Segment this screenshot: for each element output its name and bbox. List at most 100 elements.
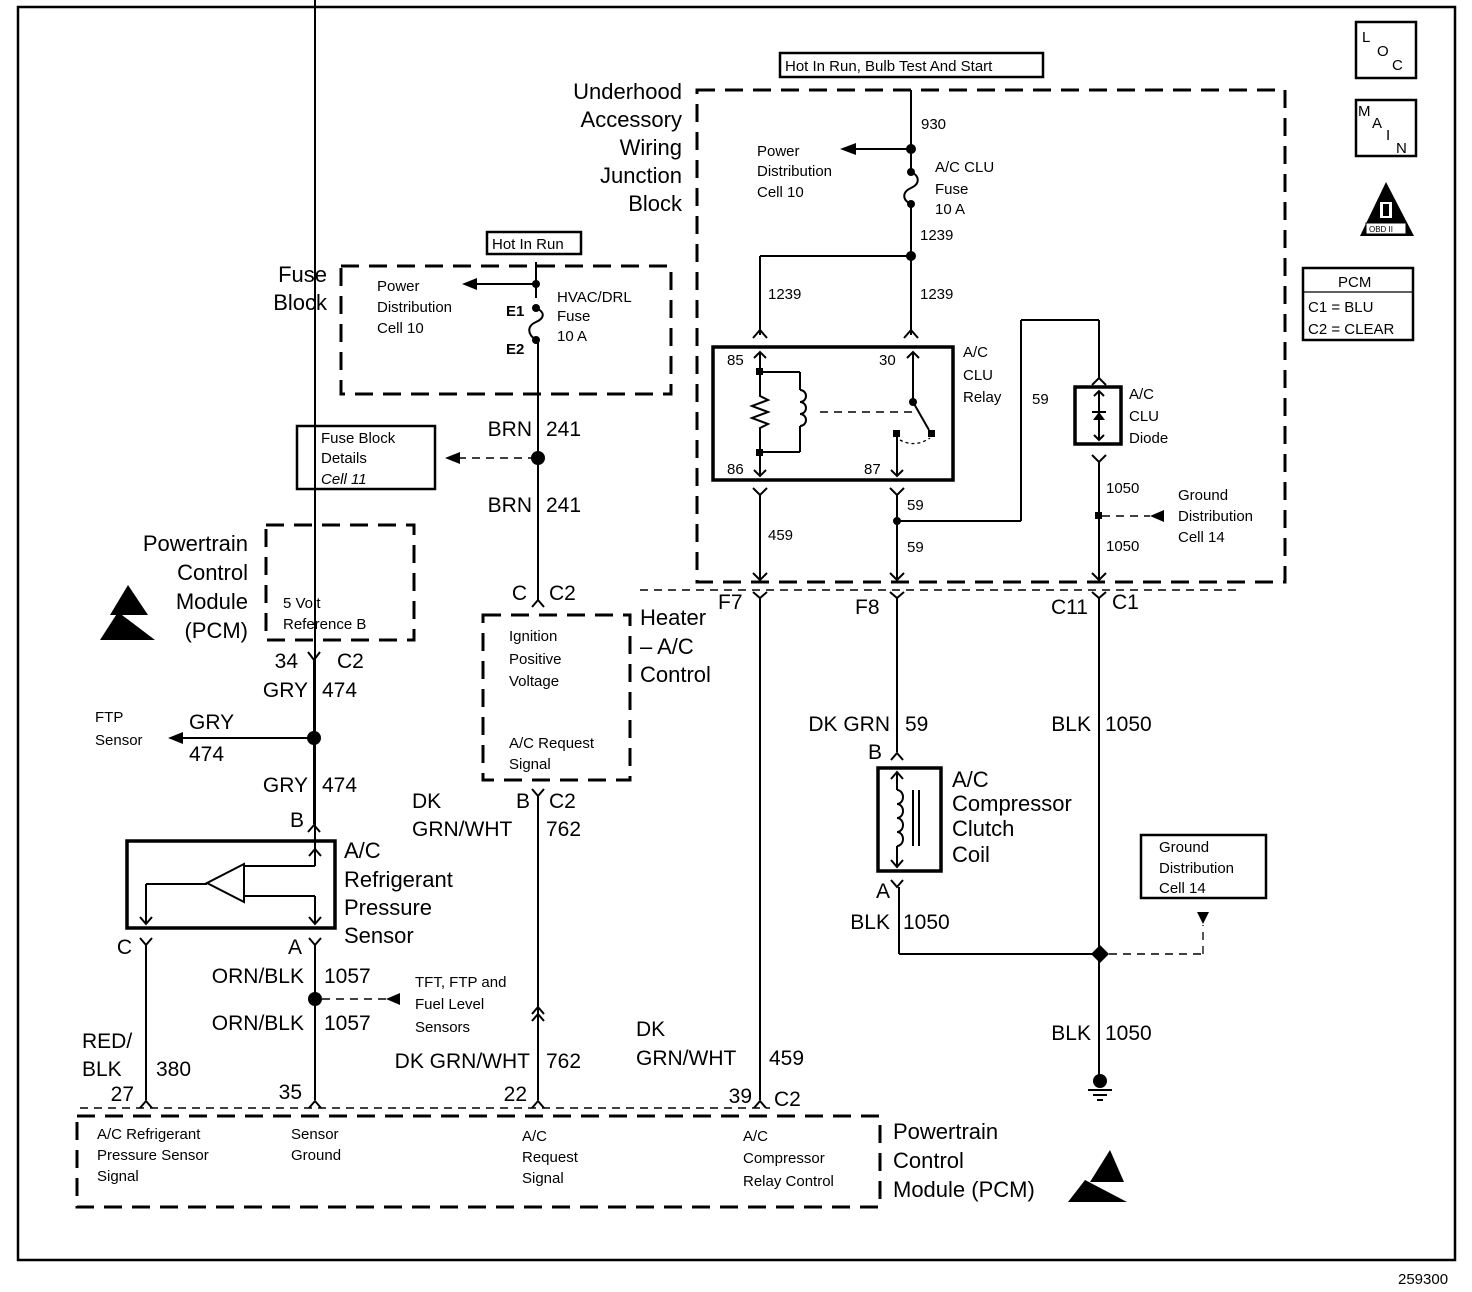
svg-text:A/C: A/C — [522, 1128, 547, 1145]
wire-1050-label-a: 1050 — [1106, 480, 1139, 497]
relay-pin-85: 85 — [727, 352, 744, 369]
svg-text:Control: Control — [893, 1148, 964, 1173]
wire-dkgrnwht-762-color-b: DK GRN/WHT — [395, 1050, 530, 1073]
svg-text:Signal: Signal — [509, 756, 551, 773]
heater-ac-control-boundary — [481, 613, 632, 782]
hvac-drl-fuse-label: HVAC/DRL Fuse 10 A — [557, 289, 632, 345]
wire-59-side-label: 59 — [1032, 391, 1049, 408]
pressure-sensor-label: A/C Refrigerant Pressure Sensor — [344, 838, 453, 948]
svg-text:Distribution: Distribution — [1178, 508, 1253, 525]
svg-text:HVAC/DRL: HVAC/DRL — [557, 289, 632, 306]
ac-clu-diode[interactable] — [1073, 385, 1123, 446]
pcm-pin-39: 39 — [729, 1085, 752, 1108]
fuse-block-details-ref[interactable]: Fuse Block Details Cell 11 — [295, 424, 437, 491]
svg-text:A/C: A/C — [743, 1128, 768, 1145]
pcm-bottom-title: Powertrain Control Module (PCM) — [893, 1119, 1035, 1202]
svg-text:Fuse Block: Fuse Block — [321, 430, 396, 447]
main-badge[interactable]: M A I N — [1354, 98, 1418, 158]
pcm-legend-c1: C1 = BLU — [1308, 299, 1373, 316]
ground-distribution-ref-underhood[interactable]: Ground Distribution Cell 14 — [1178, 487, 1253, 546]
svg-text:A/C: A/C — [344, 838, 381, 863]
power-distribution-ref-fuse-block[interactable]: Power Distribution Cell 10 — [377, 278, 452, 337]
power-distribution-ref-underhood[interactable]: Power Distribution Cell 10 — [757, 143, 832, 201]
svg-text:Signal: Signal — [522, 1170, 564, 1187]
fuse-terminal-e2: E2 — [506, 341, 524, 358]
svg-text:Wiring: Wiring — [620, 135, 682, 160]
svg-text:Refrigerant: Refrigerant — [344, 867, 453, 892]
svg-text:Distribution: Distribution — [1159, 860, 1234, 877]
wire-380-circuit: 380 — [156, 1058, 191, 1081]
ac-compressor-clutch-coil[interactable] — [876, 766, 943, 873]
pcm-pin-27: 27 — [111, 1083, 134, 1106]
svg-text:A/C: A/C — [1129, 386, 1154, 403]
svg-text:Heater: Heater — [640, 605, 706, 630]
wire-blk-color-c: BLK — [1051, 1022, 1091, 1045]
svg-text:A/C Request: A/C Request — [509, 735, 595, 752]
ac-refrigerant-pressure-sensor[interactable] — [125, 0, 337, 930]
svg-text:Diode: Diode — [1129, 430, 1168, 447]
wire-1057-circuit-a: 1057 — [324, 965, 371, 988]
svg-text:– A/C: – A/C — [640, 634, 694, 659]
svg-text:Fuel Level: Fuel Level — [415, 996, 484, 1013]
sensor-pin-a: A — [288, 936, 302, 959]
hvac-drl-fuse-icon — [528, 304, 544, 344]
svg-text:Details: Details — [321, 450, 367, 467]
wire-1057-circuit-b: 1057 — [324, 1012, 371, 1035]
wire-59-label-b: 59 — [907, 539, 924, 556]
outer-frame — [16, 5, 1457, 1262]
ftp-sensor-ref[interactable]: FTP Sensor — [95, 709, 143, 749]
tft-ftp-fuel-level-sensors-ref[interactable]: TFT, FTP and Fuel Level Sensors — [415, 974, 506, 1036]
svg-text:Power: Power — [377, 278, 420, 295]
svg-text:Control: Control — [177, 560, 248, 585]
wire-1239-label: 1239 — [920, 227, 953, 244]
svg-text:Pressure Sensor: Pressure Sensor — [97, 1147, 209, 1164]
svg-text:Powertrain: Powertrain — [893, 1119, 998, 1144]
pcm-top-title: Powertrain Control Module (PCM) — [143, 531, 248, 643]
svg-text:Voltage: Voltage — [509, 673, 559, 690]
heater-pin-b: B — [516, 790, 530, 813]
svg-text:Reference B: Reference B — [283, 616, 366, 633]
wire-dkgrn-color: DK GRN — [808, 713, 890, 736]
power-source-hot-run-bulb-start: Hot In Run, Bulb Test And Start — [778, 51, 1045, 79]
heater-conn-c2-top: C2 — [549, 582, 576, 605]
svg-text:A/C CLU: A/C CLU — [935, 159, 994, 176]
wire-930-label: 930 — [921, 116, 946, 133]
splice-241 — [531, 451, 545, 465]
wire-459-circuit: 459 — [769, 1047, 804, 1070]
wire-dkgrnwht-459-color-line1: DK — [636, 1018, 665, 1041]
wire-ornblk-color-a: ORN/BLK — [212, 965, 304, 988]
svg-text:Compressor: Compressor — [743, 1150, 825, 1167]
ac-clu-fuse-icon — [903, 168, 919, 208]
pcm-connector-legend: PCM C1 = BLU C2 = CLEAR — [1301, 266, 1415, 342]
ac-clu-relay[interactable]: 85 86 30 87 — [711, 345, 955, 482]
svg-text:Hot In Run, Bulb Test And Star: Hot In Run, Bulb Test And Start — [785, 58, 993, 75]
svg-text:Pressure: Pressure — [344, 895, 432, 920]
pcm-5v-reference-label: 5 Volt Reference B — [283, 595, 366, 633]
pcm-legend-title: PCM — [1338, 274, 1371, 291]
svg-text:Request: Request — [522, 1149, 579, 1166]
heater-conn-c2-bottom: C2 — [549, 790, 576, 813]
svg-text:CLU: CLU — [1129, 408, 1159, 425]
wire-dkgrnwht-762-color-line1: DK — [412, 790, 441, 813]
ignition-positive-voltage-label: Ignition Positive Voltage — [509, 628, 562, 690]
svg-text:Ground: Ground — [1159, 839, 1209, 856]
svg-text:Junction: Junction — [600, 163, 682, 188]
svg-text:Module (PCM): Module (PCM) — [893, 1177, 1035, 1202]
wire-762-circuit-b: 762 — [546, 1050, 581, 1073]
svg-text:Underhood: Underhood — [573, 79, 682, 104]
ac-clu-relay-label: A/C CLU Relay — [963, 344, 1002, 406]
wire-474-branch-circuit: 474 — [189, 743, 224, 766]
svg-text:Relay Control: Relay Control — [743, 1173, 834, 1190]
figure-number: 259300 — [1398, 1271, 1448, 1288]
svg-text:FTP: FTP — [95, 709, 123, 726]
svg-text:Sensor: Sensor — [95, 732, 143, 749]
main-letter-m: M — [1358, 103, 1371, 120]
wire-474-circuit-b: 474 — [322, 774, 357, 797]
arrow-left-icon — [462, 278, 477, 290]
pcm-conn-c2-top: C2 — [337, 650, 364, 673]
loc-badge[interactable]: L O C — [1354, 20, 1418, 80]
svg-text:Cell 10: Cell 10 — [377, 320, 424, 337]
pcm-conn-c2-bottom: C2 — [774, 1088, 801, 1111]
ground-distribution-ref-box[interactable]: Ground Distribution Cell 14 — [1139, 833, 1268, 900]
sensor-pin-b: B — [290, 809, 304, 832]
